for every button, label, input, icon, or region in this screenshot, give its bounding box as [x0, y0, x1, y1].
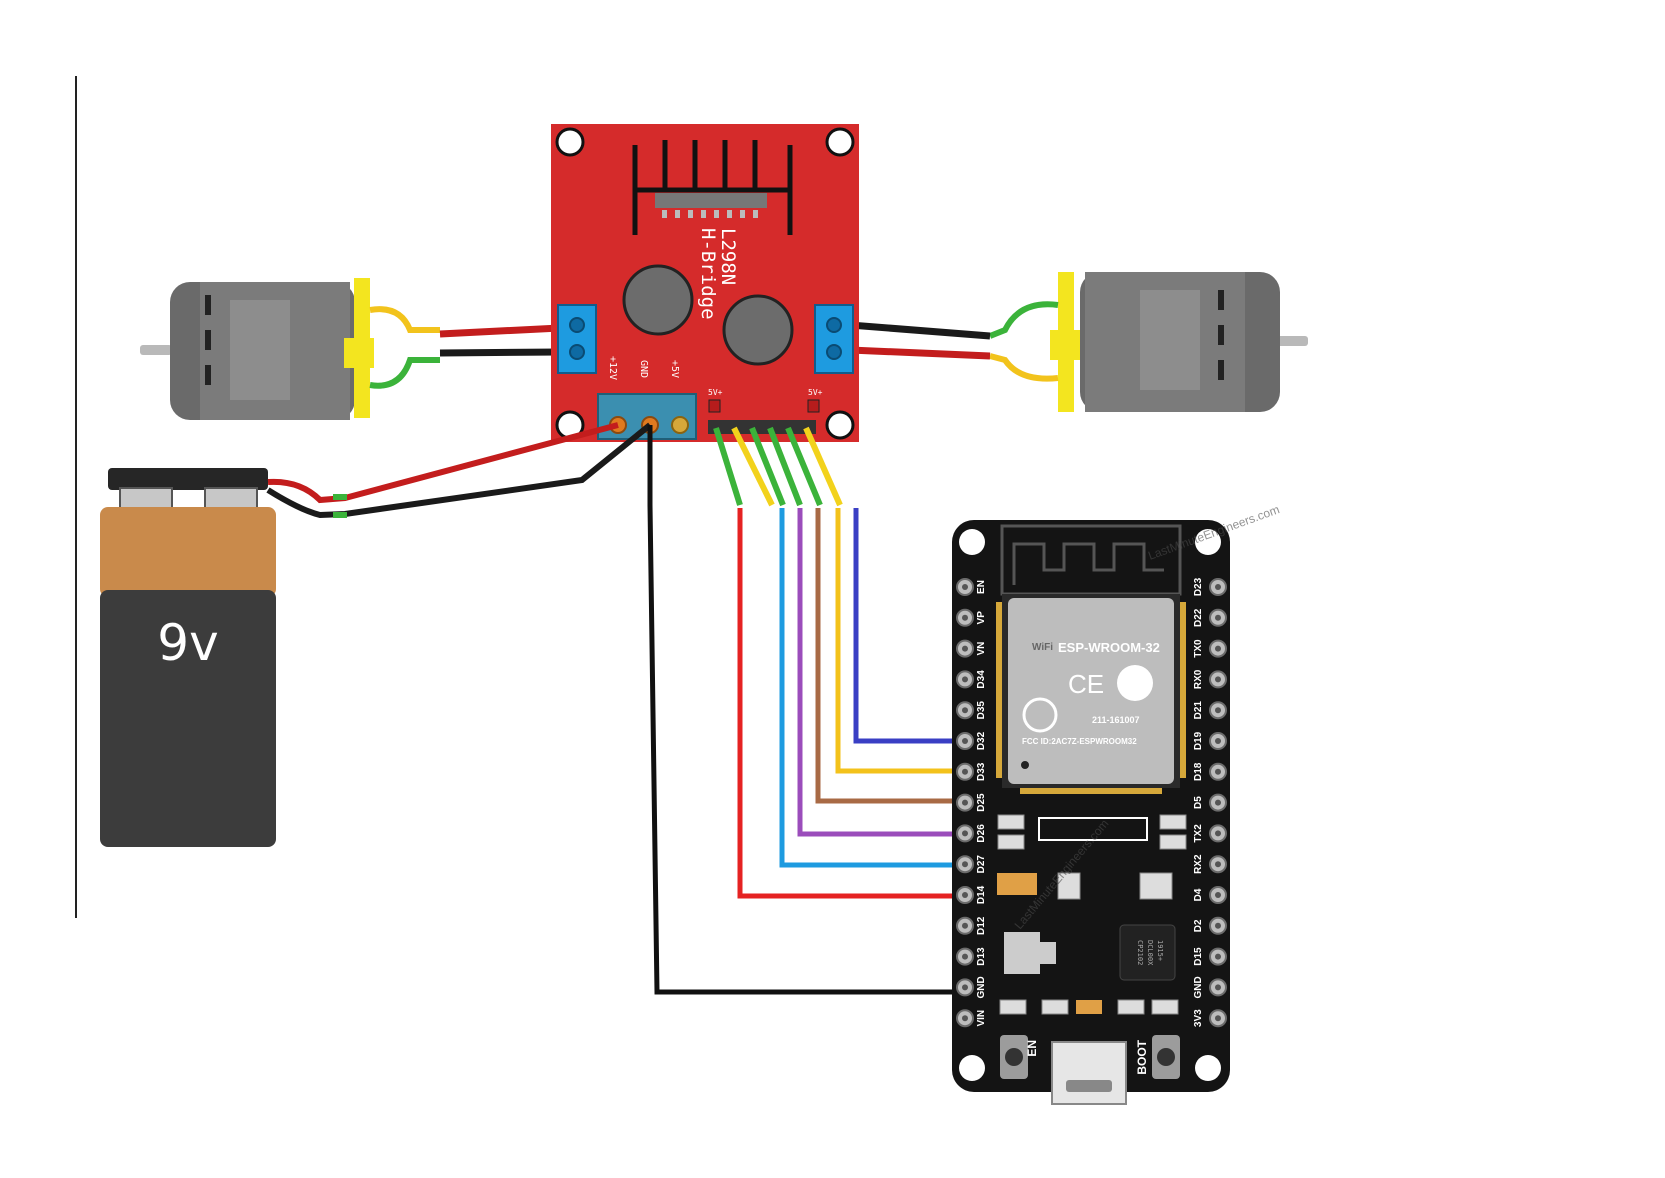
- battery-body: [100, 590, 276, 847]
- pin-label-d15: D15: [1193, 947, 1204, 966]
- wire-in1-d27: [779, 508, 965, 868]
- pin-label-d4: D4: [1193, 888, 1204, 901]
- usb-port[interactable]: [1051, 1041, 1127, 1105]
- signal-wires: [647, 425, 965, 995]
- pin-label-d22: D22: [1193, 608, 1204, 627]
- pin-label-en: EN: [976, 580, 987, 594]
- pin-label-vn: VN: [976, 642, 987, 656]
- fcc-id: FCC ID:2AC7Z-ESPWROOM32: [1022, 737, 1137, 746]
- en-button-label: EN: [1025, 1040, 1039, 1057]
- telec-logo-icon: [1022, 697, 1058, 733]
- pin-label-d35: D35: [976, 701, 987, 720]
- cert-code: 211-161007: [1092, 715, 1140, 725]
- pin-label-d5: D5: [1193, 796, 1204, 809]
- power-label-5v: +5V: [669, 360, 680, 378]
- pin-label-d26: D26: [976, 824, 987, 843]
- right-motor-wire-red: [849, 346, 991, 360]
- pin-label-rx0: RX0: [1193, 669, 1204, 689]
- wire-in3-d25: [815, 508, 965, 804]
- pin-label-3v3: 3V3: [1193, 1009, 1204, 1027]
- pin-label-tx2: TX2: [1193, 824, 1204, 843]
- capacitor-2: [722, 294, 794, 366]
- espressif-logo-icon: [1117, 665, 1153, 701]
- boot-button-label: BOOT: [1135, 1039, 1149, 1074]
- chip-marking-1: CP2102: [1136, 940, 1144, 965]
- pin-label-d19: D19: [1193, 731, 1204, 750]
- module-name: ESP-WROOM-32: [1058, 640, 1160, 655]
- pin-label-d13: D13: [976, 947, 987, 966]
- wire-ena-d14: [737, 508, 965, 899]
- heatsink: [632, 140, 793, 235]
- capacitor-1: [622, 264, 694, 336]
- right-motor-wire-black: [849, 321, 991, 340]
- ce-mark: CE: [1068, 669, 1104, 699]
- wroom-module: [1008, 598, 1174, 784]
- voltage-regulator: [1004, 932, 1040, 974]
- jumper-label-b: 5V+: [808, 388, 823, 397]
- chip-marking-2: DCL00X: [1146, 940, 1154, 966]
- pin-label-d27: D27: [976, 855, 987, 874]
- battery-9v: 9v: [100, 468, 276, 847]
- pin-label-d12: D12: [976, 916, 987, 935]
- motor-b-terminal: [814, 304, 854, 374]
- pin-label-d33: D33: [976, 762, 987, 781]
- pin-label-d14: D14: [976, 885, 987, 904]
- esp32-board: WiFi ESP-WROOM-32 CE 211-161007 FCC ID:2…: [952, 502, 1281, 1105]
- pin-label-d23: D23: [1193, 577, 1204, 596]
- pin-label-vin: VIN: [976, 1010, 987, 1027]
- wire-enb-d32: [853, 508, 965, 744]
- pin-label-d2: D2: [1193, 919, 1204, 932]
- left-motor: [140, 278, 440, 420]
- pin-label-gnd: GND: [976, 976, 987, 998]
- wifi-logo: WiFi: [1032, 642, 1053, 653]
- pin-label-rx2: RX2: [1193, 854, 1204, 874]
- chip-name-label: L298N: [717, 228, 739, 285]
- left-motor-wire-red: [439, 324, 561, 338]
- wire-in4-d33: [835, 508, 965, 774]
- battery-wire-positive: [267, 422, 619, 504]
- right-motor: [988, 272, 1308, 412]
- battery-label: 9v: [157, 614, 218, 672]
- pin-label-vp: VP: [976, 611, 987, 625]
- pin-label-d34: D34: [976, 670, 987, 689]
- wire-gnd-gnd: [647, 425, 965, 995]
- pin-label-d25: D25: [976, 793, 987, 812]
- wire-in2-d26: [797, 508, 965, 837]
- battery-cap: [100, 507, 276, 597]
- tantalum-capacitor: [997, 873, 1037, 895]
- l298n-driver-board: L298N H-Bridge +12V GND +5V 5V+ 5V+: [551, 124, 859, 442]
- pin-label-d18: D18: [1193, 762, 1204, 781]
- jumper-label-a: 5V+: [708, 388, 723, 397]
- board-name-label: H-Bridge: [697, 228, 719, 320]
- power-label-12v: +12V: [607, 356, 618, 380]
- pin-label-tx0: TX0: [1193, 639, 1204, 658]
- pin-label-d21: D21: [1193, 701, 1204, 720]
- chip-marking-3: 1915+: [1156, 940, 1164, 961]
- pin-label-gnd: GND: [1193, 976, 1204, 998]
- pin-label-d32: D32: [976, 731, 987, 750]
- motor-a-terminal: [557, 304, 597, 374]
- left-motor-wire-black: [439, 348, 561, 357]
- power-label-gnd: GND: [638, 360, 649, 378]
- usb-uart-chip: [1119, 924, 1176, 981]
